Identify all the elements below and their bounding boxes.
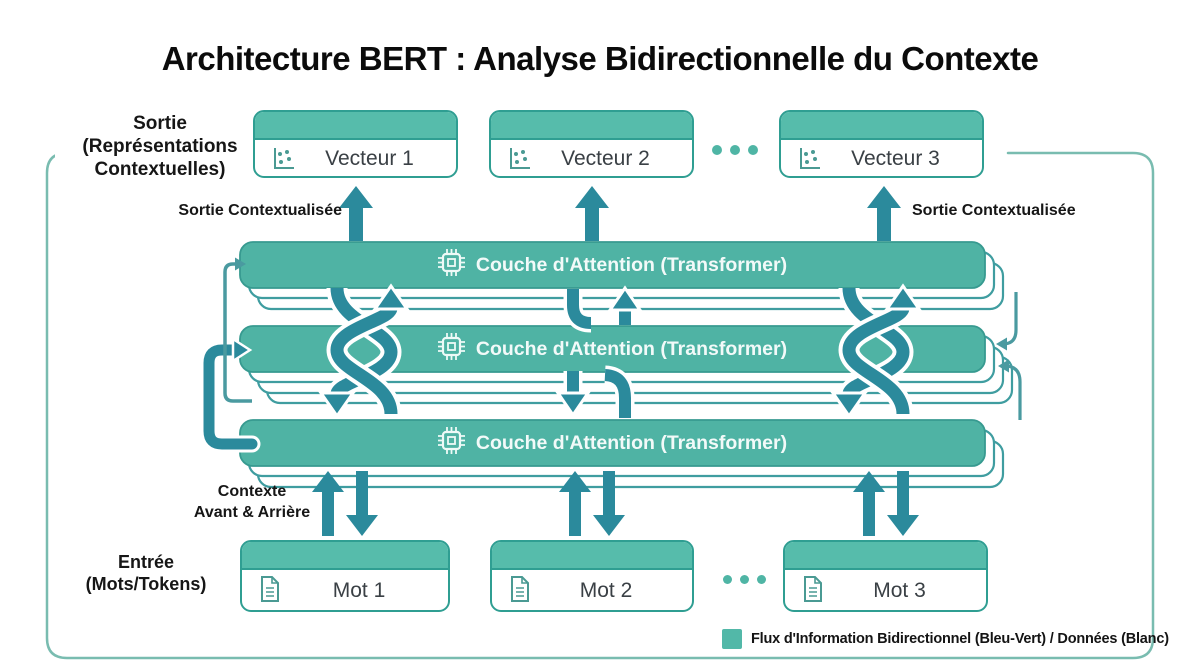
input-label-line2: (Mots/Tokens): [85, 574, 207, 594]
document-icon: [507, 575, 533, 608]
ellipsis-dots-bottom: [723, 575, 766, 584]
outer-border: [45, 151, 1155, 660]
legend: Flux d'Information Bidirectionnel (Bleu-…: [722, 629, 1169, 649]
document-icon: [800, 575, 826, 608]
braid-arrows-left: [318, 283, 410, 419]
context-direction-label: Contexte Avant & Arrière: [176, 481, 328, 523]
context-arrows: [312, 471, 919, 536]
word-box-2-band: [492, 542, 692, 570]
vector-box-3-band: [781, 112, 982, 140]
context-label-line1: Contexte: [217, 483, 287, 500]
left-feedback-loops: [200, 257, 261, 453]
input-label-line1: Entrée: [117, 552, 175, 572]
input-section-label: Entrée (Mots/Tokens): [52, 551, 240, 595]
output-label-line3: Contextuelles): [94, 159, 226, 180]
document-icon: [257, 575, 283, 608]
scatter-plot-icon: [796, 145, 823, 176]
output-section-label: Sortie (Représentations Contextuelles): [55, 112, 265, 181]
contextualized-output-label-left: Sortie Contextualisée: [178, 202, 342, 219]
word-box-3-band: [785, 542, 986, 570]
legend-text: Flux d'Information Bidirectionnel (Bleu-…: [751, 631, 1169, 647]
output-arrows: [339, 186, 901, 241]
middle-flow-arrows: [555, 285, 643, 418]
legend-color-swatch: [722, 629, 742, 649]
word-box-3: Mot 3: [783, 540, 988, 612]
context-label-line2: Avant & Arrière: [193, 504, 311, 521]
attention-layer-bars: [239, 241, 986, 467]
output-label-line1: Sortie: [133, 113, 187, 134]
scatter-plot-icon: [270, 145, 297, 176]
page-title: Architecture BERT : Analyse Bidirectionn…: [161, 40, 1039, 77]
vector-box-1-band: [255, 112, 456, 140]
vector-box-3: Vecteur 3: [779, 110, 984, 178]
contextualized-output-label-right: Sortie Contextualisée: [912, 202, 1076, 219]
word-box-1: Mot 1: [240, 540, 450, 612]
attention-layer-1-bar: [239, 241, 986, 289]
right-feedback-loops: [996, 292, 1022, 420]
vector-box-2-label: Vecteur 2: [561, 147, 650, 170]
word-box-1-band: [242, 542, 448, 570]
vector-box-2-band: [491, 112, 692, 140]
attention-layer-3-bar: [239, 419, 986, 467]
word-box-2-label: Mot 2: [579, 579, 633, 602]
vector-box-1: Vecteur 1: [253, 110, 458, 178]
vector-box-2: Vecteur 2: [489, 110, 694, 178]
word-box-1-label: Mot 1: [332, 579, 386, 602]
output-label-line2: (Représentations: [82, 136, 238, 157]
word-box-3-label: Mot 3: [873, 579, 926, 602]
vector-box-3-label: Vecteur 3: [851, 147, 940, 170]
braid-arrows-right: [830, 283, 922, 419]
word-box-2: Mot 2: [490, 540, 694, 612]
scatter-plot-icon: [506, 145, 533, 176]
vector-box-1-label: Vecteur 1: [325, 147, 414, 170]
ellipsis-dots-top: [712, 145, 758, 155]
